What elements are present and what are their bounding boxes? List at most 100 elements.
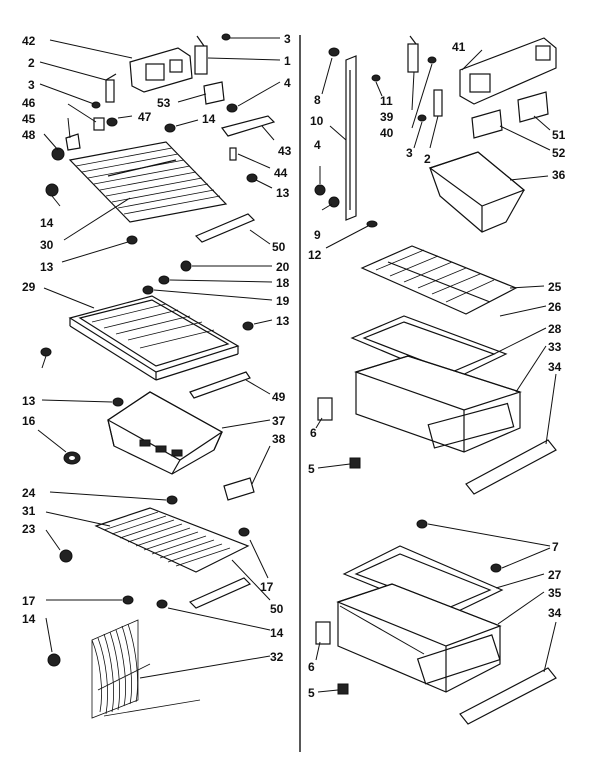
callout-37: 37 xyxy=(272,414,286,428)
callout-13: 13 xyxy=(22,394,36,408)
callout-50: 50 xyxy=(272,240,286,254)
part-13-cap-c xyxy=(242,321,254,331)
part-30-wire-shelf xyxy=(68,141,228,223)
callout-2: 2 xyxy=(424,152,431,166)
callout-5: 5 xyxy=(308,686,315,700)
callout-16: 16 xyxy=(22,414,36,428)
part-14-cap-c xyxy=(156,599,168,609)
callout-4: 4 xyxy=(314,138,321,152)
part-32-wire-basket xyxy=(91,619,201,719)
part-4-cap xyxy=(226,103,238,113)
part-6-bracket xyxy=(317,397,333,421)
part-13-cap-d xyxy=(40,347,52,357)
callout-45: 45 xyxy=(22,112,36,126)
callout-8: 8 xyxy=(314,93,321,107)
callout-11: 11 xyxy=(380,94,393,108)
part-46-clip xyxy=(93,117,105,131)
callout-43: 43 xyxy=(278,144,292,158)
callout-7: 7 xyxy=(552,540,559,554)
callout-24: 24 xyxy=(22,486,36,500)
part-13-cap-e xyxy=(112,397,124,407)
part-49-trim xyxy=(189,371,251,399)
callout-3: 3 xyxy=(28,78,35,92)
callout-2: 2 xyxy=(28,56,35,70)
part-37-bin xyxy=(106,391,224,475)
part-31-wire-shelf xyxy=(94,507,250,573)
part-9-cap xyxy=(328,196,340,208)
part-7-cap-a xyxy=(416,519,428,529)
callout-32: 32 xyxy=(270,650,284,664)
part-47-roller xyxy=(106,117,118,127)
callout-39: 39 xyxy=(380,110,394,124)
part-12-screw xyxy=(366,220,378,228)
callout-19: 19 xyxy=(276,294,290,308)
part-36-bin xyxy=(428,151,526,233)
part-33-drawer xyxy=(354,355,522,453)
part-17-cap-b xyxy=(122,595,134,605)
part-5-clip-b xyxy=(337,683,349,695)
part-2-clip-r xyxy=(433,89,443,117)
part-50-trim xyxy=(194,213,256,243)
callout-17: 17 xyxy=(22,594,36,608)
callout-31: 31 xyxy=(22,504,36,518)
callout-6: 6 xyxy=(310,426,317,440)
callout-23: 23 xyxy=(22,522,36,536)
part-2-clip xyxy=(105,73,117,103)
callout-1: 1 xyxy=(284,54,291,68)
callout-30: 30 xyxy=(40,238,54,252)
part-1-hanger xyxy=(194,35,208,75)
callout-35: 35 xyxy=(548,586,562,600)
part-16-roller xyxy=(63,451,81,465)
part-41-bracket xyxy=(459,37,557,105)
part-44-screw xyxy=(229,147,237,161)
callout-44: 44 xyxy=(274,166,288,180)
leader-lines xyxy=(37,37,557,693)
callout-26: 26 xyxy=(548,300,562,314)
part-23-cap xyxy=(59,549,73,563)
callout-14: 14 xyxy=(270,626,284,640)
part-10-rail xyxy=(345,55,357,221)
callout-42: 42 xyxy=(22,34,36,48)
callout-28: 28 xyxy=(548,322,562,336)
part-3-clip-r xyxy=(417,114,427,122)
part-51-plate xyxy=(517,91,549,123)
callout-13: 13 xyxy=(40,260,54,274)
part-11-clip xyxy=(371,74,381,82)
part-13-cap-a xyxy=(246,173,258,183)
callout-38: 38 xyxy=(272,432,286,446)
part-50-trim-b xyxy=(188,577,252,609)
callout-50: 50 xyxy=(270,602,284,616)
part-18-cap xyxy=(158,275,170,285)
callout-4: 4 xyxy=(284,76,291,90)
callout-12: 12 xyxy=(308,248,322,262)
part-4-cap-r xyxy=(314,184,326,196)
part-14-cap-b xyxy=(164,123,176,133)
part-42-bracket xyxy=(129,47,193,93)
part-25-shelf xyxy=(360,245,518,315)
part-48-cap xyxy=(51,147,65,161)
part-7-cap-b xyxy=(490,563,502,573)
part-5-clip xyxy=(349,457,361,469)
callout-18: 18 xyxy=(276,276,290,290)
callout-41: 41 xyxy=(452,40,466,54)
part-8-cap xyxy=(328,47,340,57)
part-20-cap xyxy=(180,260,192,272)
callout-6: 6 xyxy=(308,660,315,674)
callout-20: 20 xyxy=(276,260,290,274)
part-45-clip xyxy=(65,133,81,151)
callout-34: 34 xyxy=(548,360,562,374)
callout-3: 3 xyxy=(284,32,291,46)
callout-17: 17 xyxy=(260,580,274,594)
part-38-bracket xyxy=(223,477,255,501)
part-52-plate xyxy=(471,109,503,139)
part-6-bracket-b xyxy=(315,621,331,645)
part-34-trim xyxy=(465,439,557,495)
part-53-plate xyxy=(203,81,225,105)
callout-25: 25 xyxy=(548,280,562,294)
callout-13: 13 xyxy=(276,314,290,328)
part-19-cap xyxy=(142,285,154,295)
callout-33: 33 xyxy=(548,340,562,354)
callout-49: 49 xyxy=(272,390,286,404)
part-24-cap xyxy=(166,495,178,505)
